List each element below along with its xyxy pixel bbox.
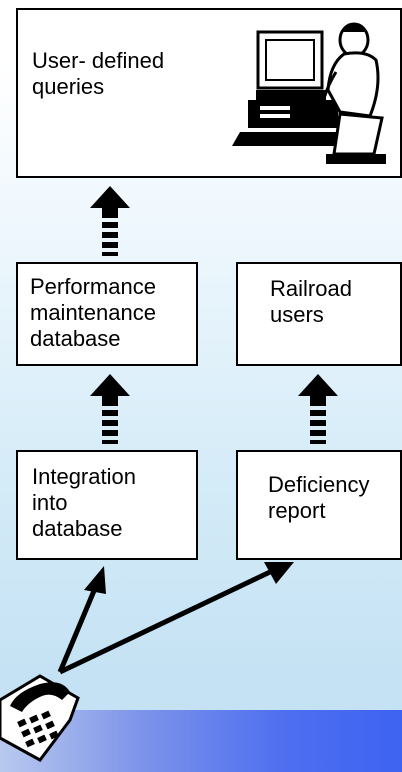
striped-up-arrow-icon <box>90 186 130 256</box>
railroad-users-box: Railroad users <box>236 262 402 366</box>
telephone-icon <box>0 674 80 762</box>
deficiency-report-box: Deficiency report <box>236 450 402 560</box>
striped-up-arrow-icon <box>298 374 338 444</box>
performance-maintenance-database-label: Performance maintenance database <box>30 274 156 351</box>
user-defined-queries-box: User- defined queries <box>16 8 402 178</box>
striped-up-arrow-icon <box>90 374 130 444</box>
integration-into-database-box: Integration into database <box>16 450 198 560</box>
integration-into-database-label: Integration into database <box>32 464 136 541</box>
performance-maintenance-database-box: Performance maintenance database <box>16 262 198 366</box>
phone-to-deficiency-arrow <box>58 562 294 675</box>
computer-user-icon <box>232 22 386 164</box>
railroad-users-label: Railroad users <box>270 276 352 327</box>
phone-to-integration-arrow <box>57 566 106 673</box>
user-defined-queries-label: User- defined queries <box>32 48 165 99</box>
deficiency-report-label: Deficiency report <box>268 472 370 523</box>
